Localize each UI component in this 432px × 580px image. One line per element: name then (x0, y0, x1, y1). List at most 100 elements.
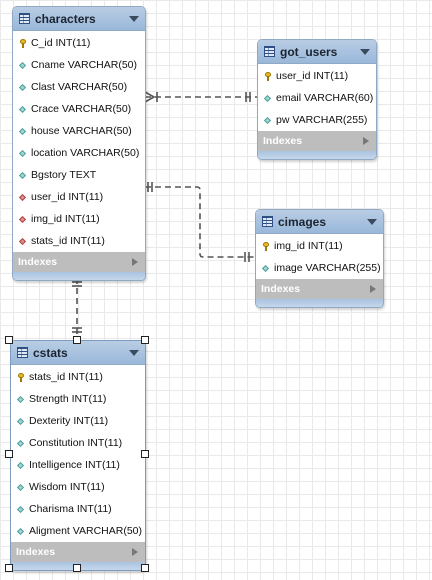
column-row[interactable]: pw VARCHAR(255) (258, 109, 376, 131)
expand-arrow-icon[interactable] (363, 137, 369, 145)
resize-handle-top-middle[interactable] (73, 336, 81, 344)
column-icon (261, 264, 270, 273)
column-row[interactable]: Charisma INT(11) (11, 498, 145, 520)
column-label: location VARCHAR(50) (31, 147, 140, 159)
column-label: C_id INT(11) (31, 37, 91, 49)
foreign-key-icon (18, 215, 27, 224)
column-icon (16, 439, 25, 448)
column-label: house VARCHAR(50) (31, 125, 132, 137)
table-name: cstats (33, 345, 68, 360)
column-icon (16, 461, 25, 470)
column-icon (18, 149, 27, 158)
column-row[interactable]: C_id INT(11) (13, 32, 145, 54)
column-label: Intelligence INT(11) (29, 459, 120, 471)
collapse-caret-icon[interactable] (129, 15, 139, 22)
column-row[interactable]: Clast VARCHAR(50) (13, 76, 145, 98)
column-list: user_id INT(11) email VARCHAR(60) pw VARCH… (258, 64, 376, 131)
column-row[interactable]: Strength INT(11) (11, 388, 145, 410)
relationship-characters-cimages[interactable] (145, 182, 256, 262)
table-bottom-bar (258, 151, 376, 159)
column-row[interactable]: image VARCHAR(255) (256, 257, 383, 279)
resize-handle-top-right[interactable] (141, 336, 149, 344)
expand-arrow-icon[interactable] (370, 285, 376, 293)
table-header[interactable]: got_users (258, 40, 376, 64)
column-label: Constitution INT(11) (29, 437, 123, 449)
indexes-section[interactable]: Indexes (258, 131, 376, 151)
column-label: Crace VARCHAR(50) (31, 103, 132, 115)
column-row[interactable]: Crace VARCHAR(50) (13, 98, 145, 120)
column-icon (263, 116, 272, 125)
table-header[interactable]: cimages (256, 210, 383, 234)
resize-handle-top-left[interactable] (5, 336, 13, 344)
resize-handle-bottom-middle[interactable] (73, 564, 81, 572)
table-header[interactable]: characters (13, 7, 145, 31)
column-row[interactable]: img_id INT(11) (256, 235, 383, 257)
column-row[interactable]: email VARCHAR(60) (258, 87, 376, 109)
column-row[interactable]: stats_id INT(11) (11, 366, 145, 388)
table-cstats[interactable]: cstats stats_id INT(11) Strength INT(11) D… (10, 340, 146, 571)
column-icon (16, 527, 25, 536)
column-row[interactable]: stats_id INT(11) (13, 230, 145, 252)
primary-key-icon (16, 372, 25, 382)
table-cimages[interactable]: cimages img_id INT(11) image VARCHAR(255)… (255, 209, 384, 308)
resize-handle-middle-right[interactable] (141, 450, 149, 458)
relationship-characters-got-users[interactable] (144, 91, 257, 103)
column-row[interactable]: img_id INT(11) (13, 208, 145, 230)
table-bottom-bar (13, 272, 145, 280)
column-icon (16, 417, 25, 426)
resize-handle-bottom-right[interactable] (141, 564, 149, 572)
table-icon (262, 216, 273, 227)
column-list: stats_id INT(11) Strength INT(11) Dexterit… (11, 365, 145, 542)
column-icon (18, 83, 27, 92)
resize-handle-middle-left[interactable] (5, 450, 13, 458)
table-bottom-bar (256, 299, 383, 307)
column-row[interactable]: Wisdom INT(11) (11, 476, 145, 498)
column-icon (18, 105, 27, 114)
column-row[interactable]: user_id INT(11) (258, 65, 376, 87)
column-icon (16, 395, 25, 404)
column-list: C_id INT(11) Cname VARCHAR(50)Clast VARCH… (13, 31, 145, 252)
collapse-caret-icon[interactable] (129, 349, 139, 356)
column-label: Aligment VARCHAR(50) (29, 525, 143, 537)
column-row[interactable]: Aligment VARCHAR(50) (11, 520, 145, 542)
indexes-section[interactable]: Indexes (256, 279, 383, 299)
column-row[interactable]: user_id INT(11) (13, 186, 145, 208)
resize-handle-bottom-left[interactable] (5, 564, 13, 572)
expand-arrow-icon[interactable] (132, 258, 138, 266)
indexes-section[interactable]: Indexes (13, 252, 145, 272)
column-icon (263, 94, 272, 103)
column-row[interactable]: Dexterity INT(11) (11, 410, 145, 432)
primary-key-icon (263, 71, 272, 81)
table-header[interactable]: cstats (11, 341, 145, 365)
column-label: Bgstory TEXT (31, 169, 97, 181)
indexes-label: Indexes (16, 546, 56, 558)
relationship-characters-cstats[interactable] (72, 278, 82, 338)
table-characters[interactable]: characters C_id INT(11) Cname VARCHAR(50)… (12, 6, 146, 281)
indexes-label: Indexes (263, 135, 303, 147)
column-label: stats_id INT(11) (31, 235, 105, 247)
table-got-users[interactable]: got_users user_id INT(11) email VARCHAR(6… (257, 39, 377, 160)
expand-arrow-icon[interactable] (132, 548, 138, 556)
column-row[interactable]: location VARCHAR(50) (13, 142, 145, 164)
column-icon (16, 505, 25, 514)
indexes-section[interactable]: Indexes (11, 542, 145, 562)
column-row[interactable]: Cname VARCHAR(50) (13, 54, 145, 76)
column-label: user_id INT(11) (276, 70, 349, 82)
column-row[interactable]: house VARCHAR(50) (13, 120, 145, 142)
column-row[interactable]: Intelligence INT(11) (11, 454, 145, 476)
foreign-key-icon (18, 237, 27, 246)
column-label: pw VARCHAR(255) (276, 114, 368, 126)
column-icon (18, 127, 27, 136)
primary-key-icon (18, 38, 27, 48)
column-row[interactable]: Constitution INT(11) (11, 432, 145, 454)
collapse-caret-icon[interactable] (360, 48, 370, 55)
table-name: got_users (280, 44, 338, 59)
column-label: stats_id INT(11) (29, 371, 103, 383)
collapse-caret-icon[interactable] (367, 218, 377, 225)
column-label: Dexterity INT(11) (29, 415, 109, 427)
column-row[interactable]: Bgstory TEXT (13, 164, 145, 186)
column-label: image VARCHAR(255) (274, 262, 381, 274)
column-label: Wisdom INT(11) (29, 481, 105, 493)
table-name: characters (35, 11, 96, 26)
column-icon (18, 171, 27, 180)
